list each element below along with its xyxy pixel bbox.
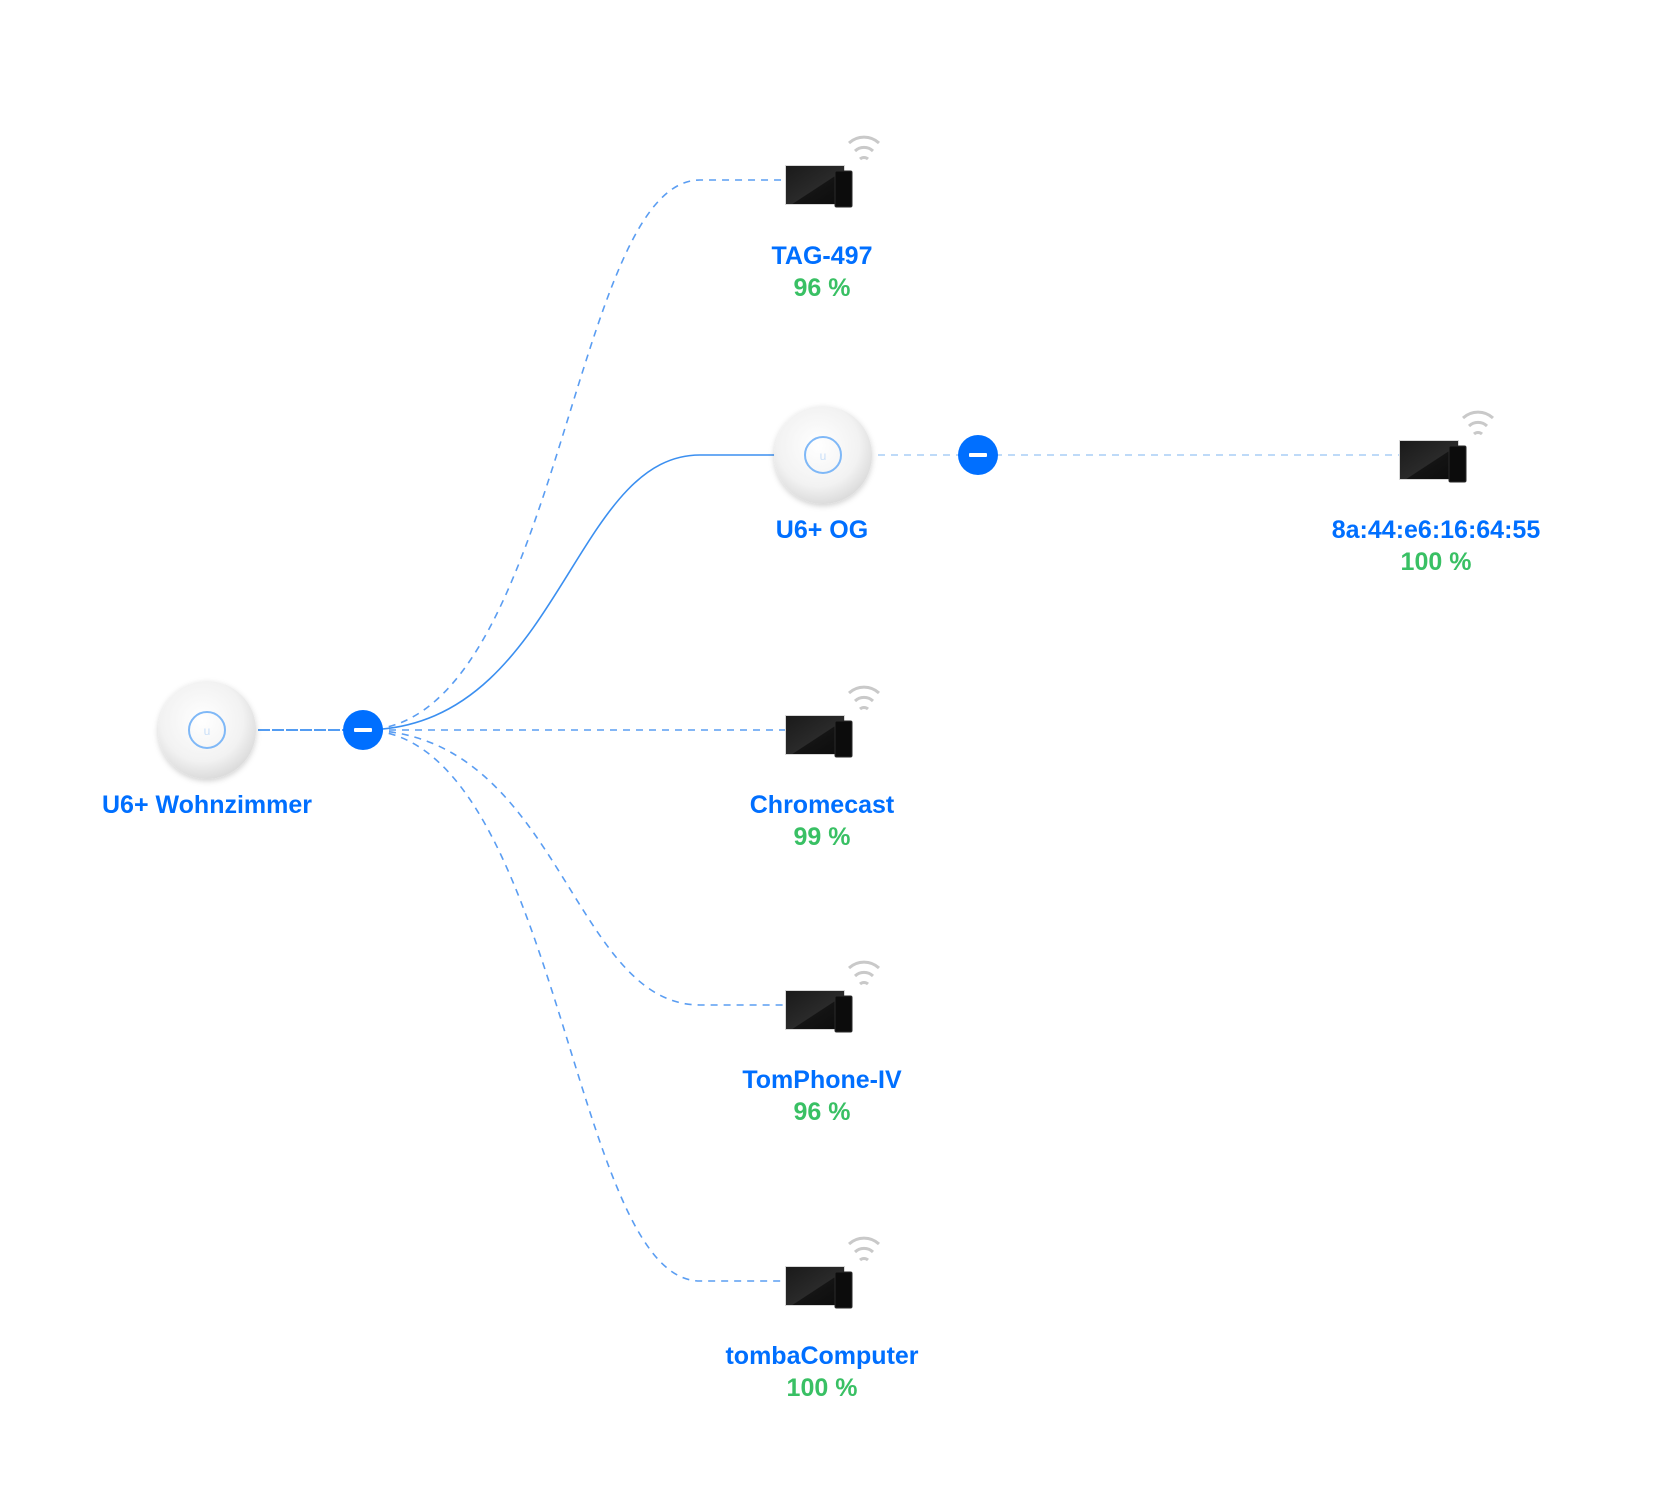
access-point-icon[interactable]: u — [158, 681, 256, 779]
wireless-devices-icon[interactable] — [783, 135, 881, 209]
wireless-devices-icon[interactable] — [783, 685, 881, 759]
wireless-devices-icon[interactable] — [783, 1236, 881, 1310]
links — [258, 179, 1410, 1282]
wireless-devices-icon[interactable] — [783, 960, 881, 1034]
node-name[interactable]: U6+ Wohnzimmer — [102, 791, 312, 819]
node-name[interactable]: tombaComputer — [725, 1342, 919, 1370]
node-root: U6+ Wohnzimmer — [77, 789, 337, 821]
svg-text:u: u — [820, 449, 827, 463]
node-tomphone-iv: TomPhone-IV 96 % — [692, 1064, 952, 1128]
link-tomphone-iv — [362, 729, 790, 1006]
node-tombacomputer: tombaComputer 100 % — [692, 1340, 952, 1404]
node-name[interactable]: Chromecast — [749, 791, 895, 819]
collapse-minus-icon[interactable] — [958, 435, 998, 475]
signal-strength: 100 % — [786, 1374, 858, 1402]
wireless-devices-icon[interactable] — [1397, 410, 1495, 484]
access-point-icon[interactable]: u — [774, 406, 872, 504]
node-tag-497: TAG-497 96 % — [692, 240, 952, 304]
node-u6-og: U6+ OG — [692, 514, 952, 546]
signal-strength: 96 % — [793, 274, 851, 302]
signal-strength: 100 % — [1400, 548, 1472, 576]
node-name[interactable]: TAG-497 — [771, 242, 873, 270]
node-name[interactable]: TomPhone-IV — [742, 1066, 902, 1094]
collapse-minus-icon[interactable] — [343, 710, 383, 750]
node-name[interactable]: U6+ OG — [775, 516, 869, 544]
node-8a44e6166455: 8a:44:e6:16:64:55 100 % — [1306, 514, 1566, 578]
signal-strength: 96 % — [793, 1098, 851, 1126]
svg-text:u: u — [204, 724, 211, 738]
node-name[interactable]: 8a:44:e6:16:64:55 — [1331, 516, 1541, 544]
link-u6-og — [362, 454, 778, 731]
node-chromecast: Chromecast 99 % — [692, 789, 952, 853]
signal-strength: 99 % — [793, 823, 851, 851]
